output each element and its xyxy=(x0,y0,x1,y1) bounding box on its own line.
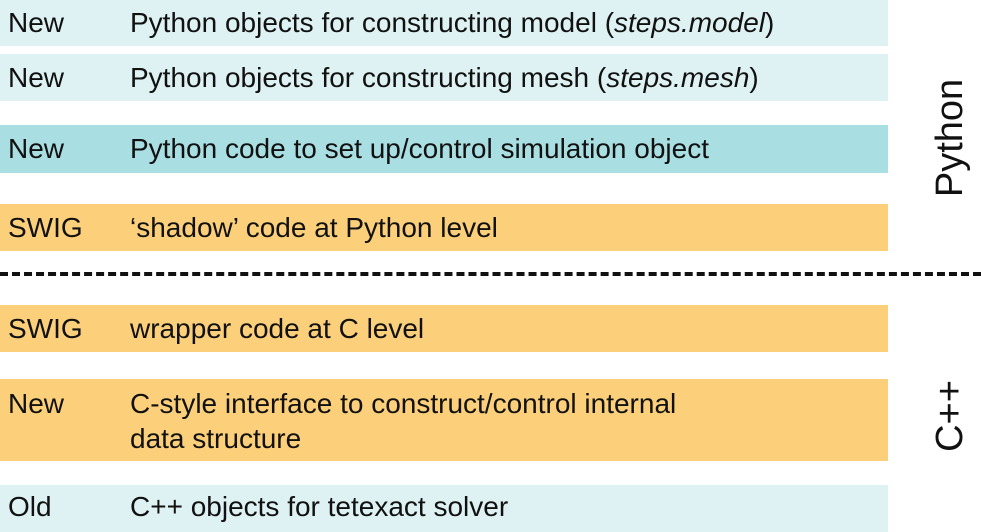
layer-row-swig-shadow: SWIG ‘shadow’ code at Python level xyxy=(0,204,888,251)
row-tag: SWIG xyxy=(8,212,83,243)
row-tag: New xyxy=(8,7,65,38)
row-description-line1: C-style interface to construct/control i… xyxy=(130,388,677,419)
row-tag: Old xyxy=(8,491,52,522)
layer-row-cpp-solver: Old C++ objects for tetexact solver xyxy=(0,485,888,532)
row-tag: New xyxy=(8,133,65,164)
cpp-layer-label: C++ xyxy=(929,380,971,452)
row-description: Python code to set up/control simulation… xyxy=(130,133,710,164)
layer-row-python-mesh: New Python objects for constructing mesh… xyxy=(0,54,888,101)
row-description: wrapper code at C level xyxy=(130,313,425,344)
row-text-end: ) xyxy=(749,62,759,93)
row-description: C++ objects for tetexact solver xyxy=(130,491,509,522)
row-text-module: steps.model xyxy=(614,7,765,38)
layer-row-c-interface: New C-style interface to construct/contr… xyxy=(0,379,888,461)
python-layer-label: Python xyxy=(929,78,971,198)
row-description: Python objects for constructing model (s… xyxy=(130,5,774,41)
python-cpp-divider xyxy=(0,272,981,276)
layer-row-swig-wrapper: SWIG wrapper code at C level xyxy=(0,305,888,352)
row-description: Python objects for constructing mesh (st… xyxy=(130,60,759,96)
row-description-line2: data structure xyxy=(130,423,302,454)
row-text: Python objects for constructing model ( xyxy=(130,7,615,38)
row-text-end: ) xyxy=(764,7,775,38)
row-tag: New xyxy=(8,388,65,419)
row-text: Python objects for constructing mesh ( xyxy=(130,62,607,93)
row-tag: SWIG xyxy=(8,313,83,344)
row-description: ‘shadow’ code at Python level xyxy=(130,212,498,243)
layer-row-python-simulation: New Python code to set up/control simula… xyxy=(0,125,888,173)
layer-row-python-model: New Python objects for constructing mode… xyxy=(0,0,888,46)
row-tag: New xyxy=(8,62,65,93)
row-text-module: steps.mesh xyxy=(606,62,750,93)
